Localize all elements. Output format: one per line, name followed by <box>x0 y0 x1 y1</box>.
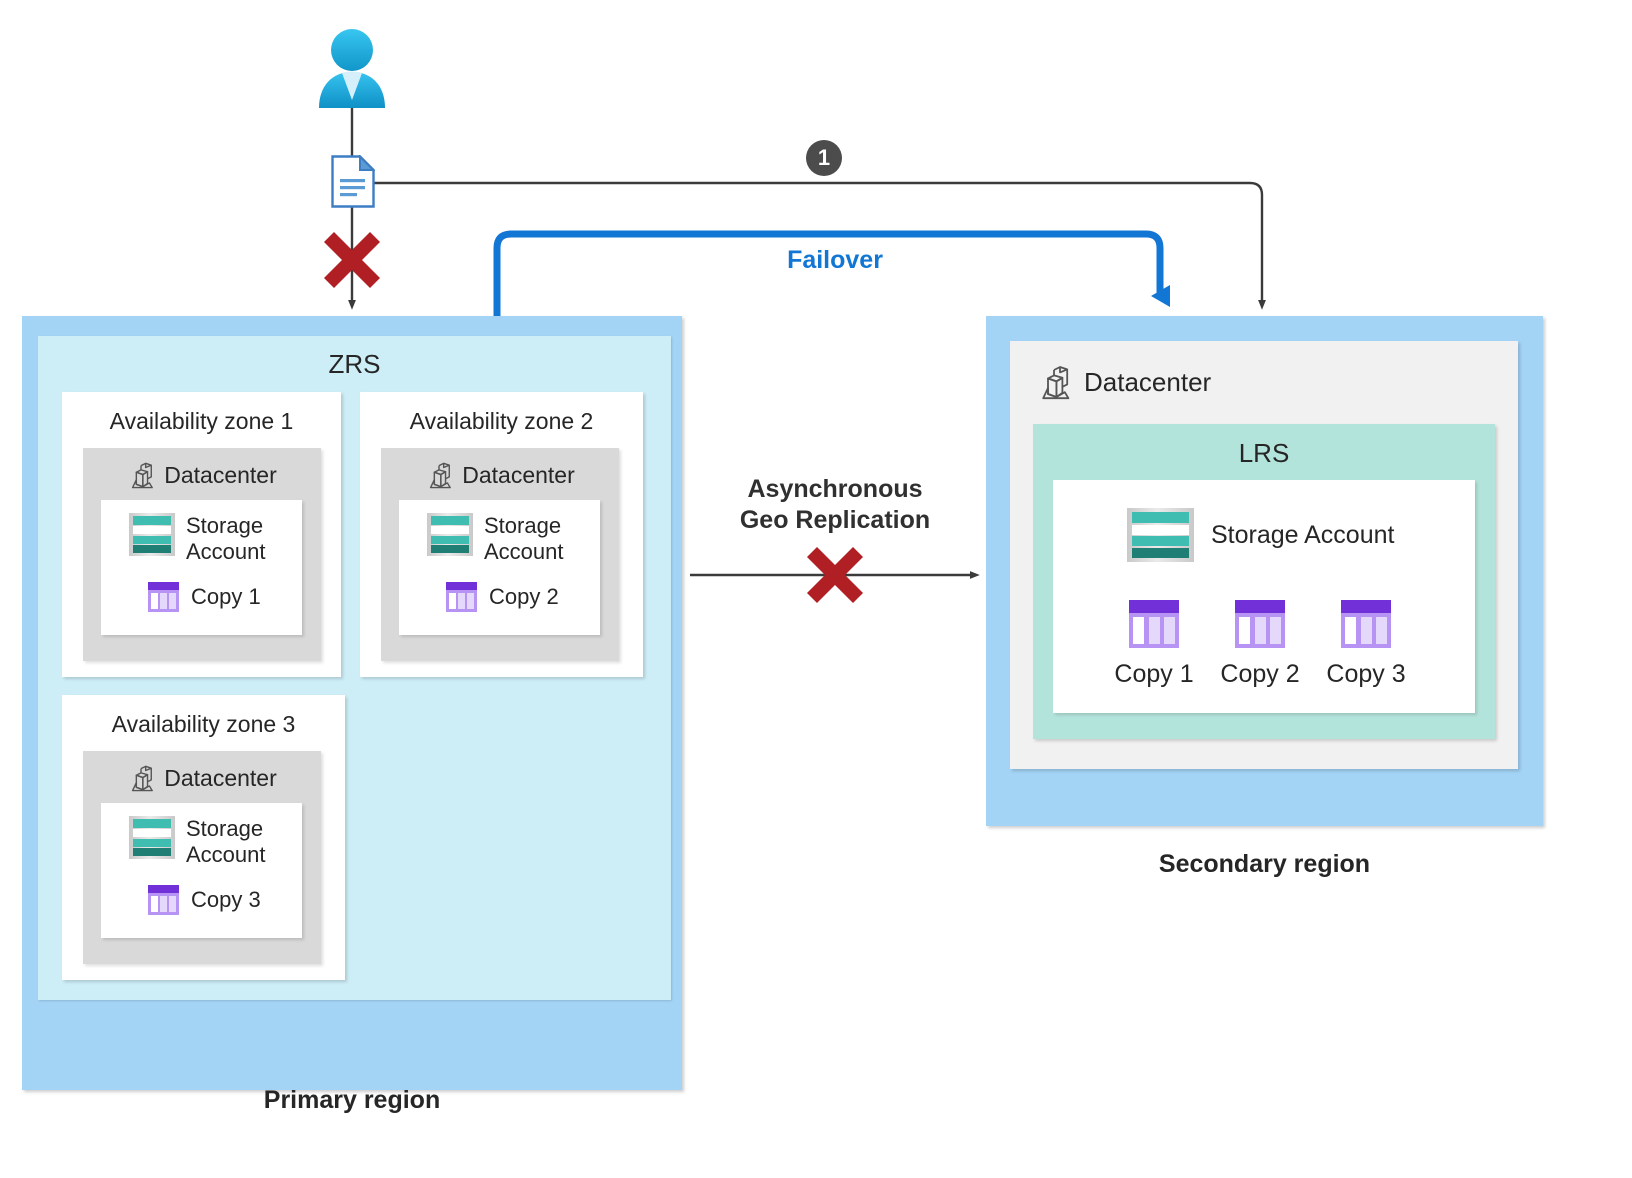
document-icon <box>331 154 376 208</box>
storage-account-icon <box>1127 508 1194 562</box>
zone-1-datacenter-row: Datacenter <box>83 458 321 492</box>
zone-1-copy-row: Copy 1 <box>148 582 303 612</box>
copy-icon <box>1341 600 1391 648</box>
secondary-storage-account-row: Storage Account <box>1127 508 1394 562</box>
copy-icon <box>1235 600 1285 648</box>
zone-3-datacenter-label: Datacenter <box>164 764 277 791</box>
availability-zone-3-label: Availability zone 3 <box>111 711 296 737</box>
copy-icon <box>1129 600 1179 648</box>
secondary-copy-1: Copy 1 <box>1096 600 1212 689</box>
storage-account-line2: Account <box>186 538 266 564</box>
zone-2-datacenter-label: Datacenter <box>462 461 575 488</box>
storage-account-line1: Storage <box>484 513 562 538</box>
zone-3-copy-label: Copy 3 <box>191 887 261 912</box>
zone-2-storage-account-label: Storage Account <box>484 513 564 564</box>
geo-replication-line1: Asynchronous <box>747 475 923 503</box>
geo-replication-label: Asynchronous Geo Replication <box>700 474 970 535</box>
datacenter-icon <box>127 461 155 489</box>
datacenter-icon <box>425 461 453 489</box>
storage-account-icon <box>129 513 175 556</box>
geo-replication-line2: Geo Replication <box>739 505 931 534</box>
storage-account-icon <box>427 513 473 556</box>
zone-2-copy-label: Copy 2 <box>489 584 559 609</box>
secondary-copy-3: Copy 3 <box>1308 600 1424 689</box>
secondary-region-caption: Secondary region <box>1158 850 1371 878</box>
storage-account-icon <box>129 816 175 859</box>
zone-3-storage-account-row: Storage Account <box>129 816 304 867</box>
secondary-copy-2: Copy 2 <box>1202 600 1318 689</box>
secondary-copy-2-label: Copy 2 <box>1220 660 1300 688</box>
availability-zone-2-label: Availability zone 2 <box>409 408 594 434</box>
copy-icon <box>446 582 477 612</box>
availability-zone-1-label: Availability zone 1 <box>109 408 294 434</box>
secondary-datacenter-label: Datacenter <box>1084 366 1212 397</box>
lrs-label: LRS <box>1238 438 1290 468</box>
step-badge-1: 1 <box>806 140 842 176</box>
datacenter-icon <box>127 764 155 792</box>
zone-1-storage-account-row: Storage Account <box>129 513 304 564</box>
zone-3-datacenter-row: Datacenter <box>83 761 321 795</box>
copy-icon <box>148 885 179 915</box>
zone-3-copy-row: Copy 3 <box>148 885 303 915</box>
secondary-copy-1-label: Copy 1 <box>1114 660 1194 688</box>
zone-1-datacenter-label: Datacenter <box>164 461 277 488</box>
datacenter-icon <box>1036 364 1072 400</box>
copy-icon <box>148 582 179 612</box>
zone-2-copy-row: Copy 2 <box>446 582 601 612</box>
secondary-storage-panel <box>1053 480 1475 713</box>
user-icon <box>310 28 394 110</box>
zone-2-datacenter-row: Datacenter <box>381 458 619 492</box>
storage-account-line1: Storage <box>186 816 264 841</box>
zone-3-storage-account-label: Storage Account <box>186 816 266 867</box>
zone-1-storage-account-label: Storage Account <box>186 513 266 564</box>
zone-1-copy-label: Copy 1 <box>191 584 261 609</box>
secondary-copy-3-label: Copy 3 <box>1326 660 1406 688</box>
zone-2-storage-account-row: Storage Account <box>427 513 602 564</box>
storage-account-line2: Account <box>484 538 564 564</box>
red-x-mark-georeplication <box>803 543 867 607</box>
secondary-datacenter-row: Datacenter <box>1036 362 1211 402</box>
zrs-label: ZRS <box>328 349 381 379</box>
storage-account-line1: Storage <box>186 513 264 538</box>
primary-region-caption: Primary region <box>263 1086 441 1114</box>
secondary-storage-account-label: Storage Account <box>1211 520 1395 549</box>
red-x-mark-primary <box>320 228 384 292</box>
failover-label: Failover <box>787 246 883 274</box>
storage-account-line2: Account <box>186 841 266 867</box>
